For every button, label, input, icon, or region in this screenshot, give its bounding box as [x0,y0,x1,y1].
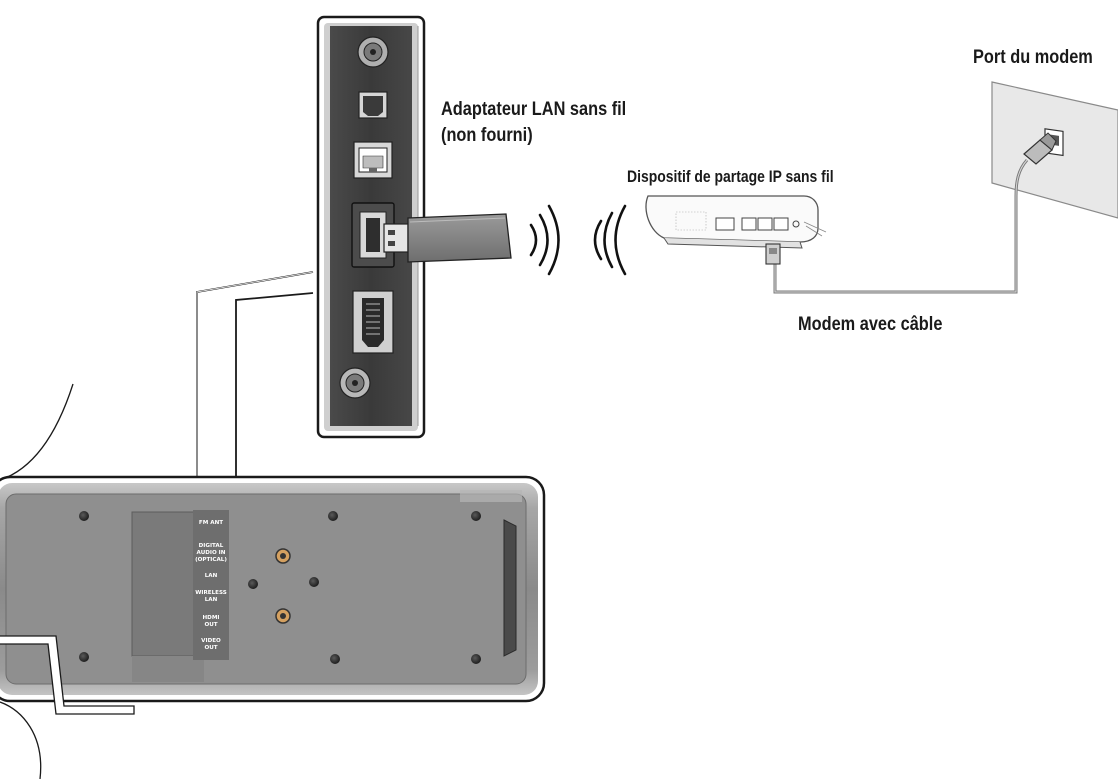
adapter-label: Adaptateur LAN sans fil (non fourni) [441,97,626,149]
optical-input-icon [358,91,388,119]
panel-label-hdmi-2: OUT [204,622,217,628]
panel-label-video-2: OUT [204,645,217,651]
cable-modem-label: Modem avec câble [798,314,943,335]
adapter-label-line2: (non fourni) [441,125,533,146]
panel-label-digital-3: (OPTICAL) [195,557,227,563]
router-cable-plug [765,243,781,265]
ip-sharing-device-label: Dispositif de partage IP sans fil [627,167,834,186]
panel-label-fm-ant: FM ANT [199,520,223,526]
modem-port-plug [1023,132,1057,165]
panel-label-lan: LAN [205,573,218,579]
video-out-jack-icon [339,367,371,399]
zoom-panel [316,15,426,439]
fm-antenna-jack-icon [357,36,389,68]
adapter-label-line1: Adaptateur LAN sans fil [441,99,627,120]
panel-label-digital-2: AUDIO IN [197,550,226,556]
lan-port-icon [353,141,393,179]
usb-adapter-dongle [383,213,512,263]
panel-label-hdmi-1: HDMI [203,615,220,621]
wireless-signal-icon [529,204,627,276]
panel-label-digital-1: DIGITAL [199,543,224,549]
panel-label-video-1: VIDEO [201,638,221,644]
panel-label-wireless-1: WIRELESS [195,590,227,596]
home-theater-unit [0,475,546,715]
hdmi-port-icon [352,290,394,354]
wall-panel [991,81,1118,219]
modem-port-label: Port du modem [973,47,1093,68]
panel-label-wireless-2: LAN [205,597,218,603]
background-curve [0,383,74,481]
router-device [645,195,827,249]
